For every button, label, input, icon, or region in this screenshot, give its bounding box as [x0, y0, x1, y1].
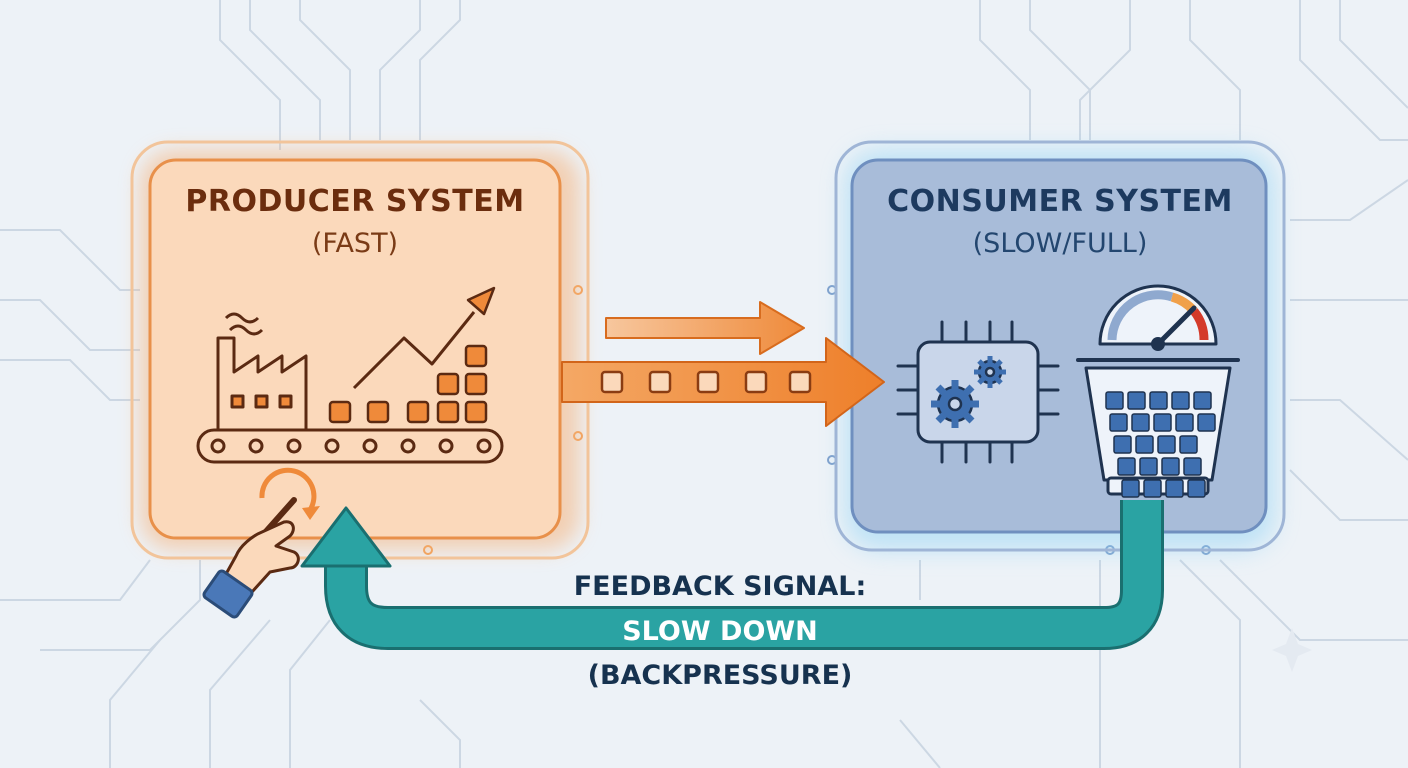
- consumer-subtitle: (SLOW/FULL): [972, 228, 1148, 259]
- consumer-title: CONSUMER SYSTEM: [887, 184, 1233, 219]
- feedback-subtitle: (BACKPRESSURE): [587, 660, 853, 691]
- basket-item: [1131, 413, 1150, 432]
- data-flow-arrow-large: [561, 337, 885, 427]
- basket-item: [1179, 435, 1198, 454]
- basket-item: [1149, 391, 1168, 410]
- basket-item: [1171, 391, 1190, 410]
- feedback-arrow: [300, 500, 1164, 650]
- basket-item: [1153, 413, 1172, 432]
- basket-item: [1187, 479, 1206, 498]
- feedback-title: FEEDBACK SIGNAL:: [573, 571, 867, 602]
- basket-item: [1143, 479, 1162, 498]
- basket-item: [1193, 391, 1212, 410]
- basket-item: [1105, 391, 1124, 410]
- basket-item: [1183, 457, 1202, 476]
- basket-item: [1127, 391, 1146, 410]
- basket-item: [1109, 413, 1128, 432]
- overflowing-basket-icon: [1076, 358, 1240, 498]
- basket-item: [1117, 457, 1136, 476]
- basket-item: [1157, 435, 1176, 454]
- producer-subtitle: (FAST): [311, 228, 399, 259]
- basket-item: [1161, 457, 1180, 476]
- hand-dial-icon: [202, 467, 320, 619]
- chip-gears-icon: [896, 320, 1060, 464]
- basket-item: [1121, 479, 1140, 498]
- product-boxes: [328, 344, 488, 424]
- basket-item: [1139, 457, 1158, 476]
- basket-item: [1135, 435, 1154, 454]
- producer-title: PRODUCER SYSTEM: [185, 184, 525, 219]
- basket-item: [1113, 435, 1132, 454]
- gauge-icon: [1098, 284, 1218, 351]
- data-flow-arrow-small: [605, 301, 805, 355]
- basket-item: [1175, 413, 1194, 432]
- basket-item: [1197, 413, 1216, 432]
- sparkle-icon: [1272, 628, 1312, 672]
- trend-up-arrow-icon: [352, 286, 496, 390]
- feedback-signal: SLOW DOWN: [622, 616, 818, 647]
- factory-icon: [216, 312, 308, 432]
- basket-item: [1165, 479, 1184, 498]
- conveyor-belt-icon: [196, 428, 504, 464]
